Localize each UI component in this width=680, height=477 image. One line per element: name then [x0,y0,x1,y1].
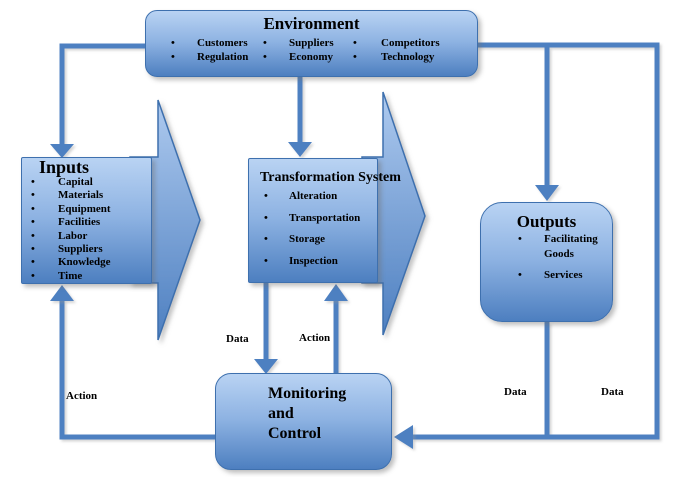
list-item: •Capital [31,176,93,188]
transformation-items: •Alteration •Transportation •Storage •In… [249,186,377,272]
bullet-icon: • [264,211,268,224]
bullet-icon: • [31,202,35,215]
outputs-items: •Facilitating Goods •Services [481,232,612,283]
bullet-icon: • [518,233,522,245]
list-item: •Storage [249,229,377,251]
inputs-items: •Capital •Materials •Equipment •Faciliti… [22,176,151,283]
connector-environment-to-inputs [59,43,148,146]
arrowhead-down-into-transformation-icon [288,142,312,157]
inputs-box: Inputs •Capital •Materials •Equipment •F… [21,157,152,284]
bullet-icon: • [263,37,267,49]
label-action-to-transformation: Action [299,332,331,344]
arrowhead-down-into-monitoring-icon [254,359,278,374]
monitoring-and-control-title: Monitoring and Control [268,385,347,442]
bullet-icon: • [31,216,35,229]
list-item: •Transportation [249,208,377,230]
label-data-from-outputs: Data [504,386,527,398]
bullet-icon: • [31,256,35,269]
environment-box: Environment • Customers • Regulation • S… [145,10,478,77]
bullet-icon: • [31,269,35,282]
list-item: •Equipment [31,202,111,215]
bullet-icon: • [264,233,268,245]
bullet-icon: • [263,51,267,63]
label-data-to-monitoring: Data [226,333,249,345]
connector-environment-right-loop [412,42,660,440]
label-action-to-inputs: Action [66,390,98,402]
bullet-icon: • [31,229,35,242]
arrowhead-up-into-transformation-icon [324,284,348,301]
bullet-icon: • [31,189,35,202]
arrowhead-down-into-inputs-icon [50,144,74,158]
bullet-icon: • [353,51,357,63]
arrowhead-up-into-inputs-icon [50,285,74,301]
list-item: •Alteration [249,186,377,208]
monitoring-and-control-box: Monitoring and Control [215,373,392,470]
bullet-icon: • [264,254,268,267]
list-item: •Facilitating Goods [518,233,598,260]
list-item: • Economy [263,51,333,63]
arrowhead-down-into-outputs-icon [535,185,559,201]
list-item: •Knowledge [31,256,111,269]
list-item: • Customers [171,37,248,49]
outputs-box: Outputs •Facilitating Goods •Services [480,202,613,322]
bullet-icon: • [31,243,35,256]
inputs-title: Inputs [39,157,90,177]
list-item: •Facilities [31,216,101,229]
list-item: •Time [31,269,83,282]
bullet-icon: • [171,37,175,49]
list-item: • Regulation [171,51,249,63]
bullet-icon: • [353,37,357,49]
bullet-icon: • [518,269,522,281]
bullet-icon: • [31,176,35,188]
list-item: •Suppliers [31,243,103,256]
environment-title: Environment [263,14,360,33]
environment-items: • Customers • Regulation • Suppliers • E… [146,36,477,64]
list-item: • Competitors [353,37,440,49]
bullet-icon: • [171,51,175,63]
arrowhead-left-into-monitoring-icon [394,425,413,449]
label-data-from-environment: Data [601,386,624,398]
transformation-system-box: Transformation System •Alteration •Trans… [248,158,401,283]
connector-monitoring-to-inputs [59,300,216,440]
bullet-icon: • [264,190,268,202]
outputs-title: Outputs [516,212,577,231]
list-item: • Technology [353,51,435,63]
list-item: •Materials [31,189,104,202]
list-item: • Suppliers [263,37,334,49]
list-item: •Inspection [249,251,377,273]
list-item: •Labor [31,229,88,242]
list-item: •Services [518,269,583,281]
transformation-system-title: Transformation System [260,170,401,185]
